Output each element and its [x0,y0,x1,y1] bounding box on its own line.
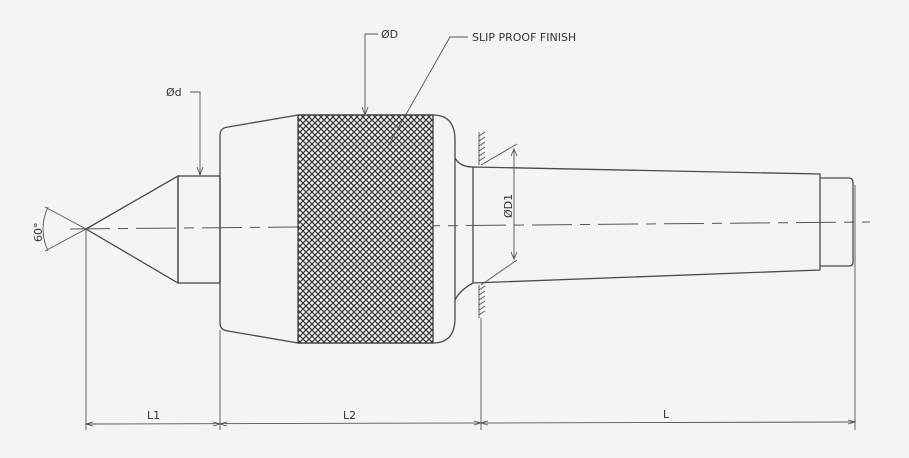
length-dimensions [84,185,857,430]
mating-surface-hatch [478,131,518,318]
length-2-label: L2 [343,409,356,422]
angle-dimension [42,206,87,430]
neck [454,157,474,301]
knurled-section [297,114,434,344]
length-1-label: L1 [147,409,160,422]
center-line [69,221,871,230]
taper-diameter-label: ØD1 [502,194,515,218]
body-diameter-label: ØD [381,28,398,41]
finish-note-leader [387,36,468,147]
finish-note-label: SLIP PROOF FINISH [472,31,576,44]
small-diameter-leader [190,91,204,177]
morse-taper [472,166,821,284]
body-diameter-leader [361,33,378,117]
cone-point [84,174,179,285]
d1-dimension [510,147,518,261]
length-taper-label: L [663,408,670,421]
angle-label: 60° [32,223,45,243]
nose-cylinder [177,175,221,284]
body [219,114,456,344]
small-diameter-label: Ød [166,86,182,99]
tang [820,177,854,267]
